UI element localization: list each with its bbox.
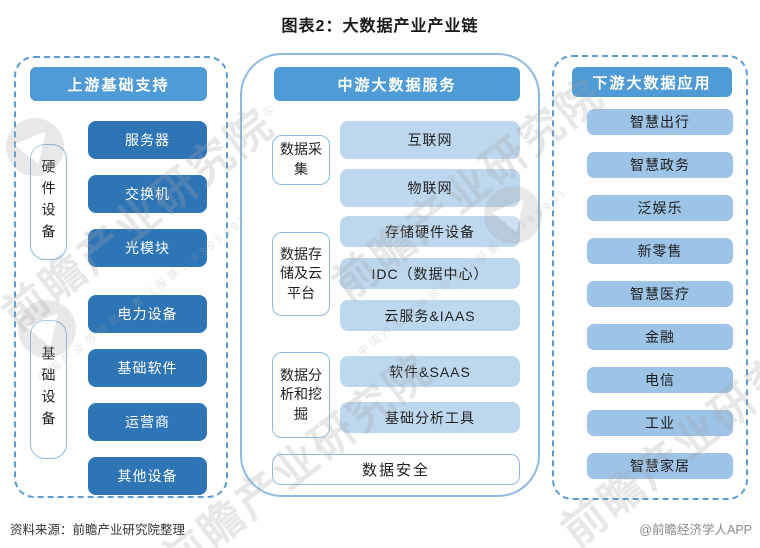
- upstream-item-list: 服务器 交换机 光模块 电力设备 基础软件 运营商 其他设备: [88, 121, 207, 495]
- upstream-item-server: 服务器: [88, 121, 207, 159]
- upstream-item-operator: 运营商: [88, 403, 207, 441]
- upstream-header: 上游基础支持: [30, 67, 207, 101]
- midstream-item-data-security: 数据安全: [272, 454, 520, 485]
- midstream-item-storage-hardware: 存储硬件设备: [340, 216, 520, 247]
- chart-title: 图表2：大数据产业产业链: [281, 18, 479, 35]
- downstream-item-telecom: 电信: [587, 367, 733, 393]
- upstream-item-basic-software: 基础软件: [88, 349, 207, 387]
- downstream-item-smart-home: 智慧家居: [587, 453, 733, 479]
- upstream-group-label-hardware: 硬件设备: [30, 144, 67, 260]
- midstream-section: 中游大数据服务 数据采集 互联网 物联网 数据存储及云平台 存储硬件设备 IDC…: [240, 53, 540, 497]
- downstream-item-industry: 工业: [587, 410, 733, 436]
- midstream-group-label-analysis-mining: 数据分析和挖掘: [272, 352, 330, 438]
- upstream-section: 上游基础支持 硬件设备 基础设备 服务器 交换机 光模块 电力设备 基础软件 运…: [14, 56, 228, 498]
- downstream-item-new-retail: 新零售: [587, 238, 733, 264]
- upstream-group-label-basic: 基础设备: [30, 320, 67, 459]
- midstream-group-label-collection: 数据采集: [272, 135, 330, 185]
- midstream-group-label-storage-cloud: 数据存储及云平台: [272, 232, 330, 316]
- midstream-item-cloud-iaas: 云服务&IAAS: [340, 300, 520, 331]
- midstream-item-basic-analysis-tools: 基础分析工具: [340, 402, 520, 433]
- downstream-item-smart-healthcare: 智慧医疗: [587, 281, 733, 307]
- downstream-item-pan-entertainment: 泛娱乐: [587, 195, 733, 221]
- midstream-collection-items: 互联网 物联网: [340, 121, 520, 207]
- upstream-item-switch: 交换机: [88, 175, 207, 213]
- midstream-analysis-items: 软件&SAAS 基础分析工具: [340, 356, 520, 433]
- midstream-item-internet: 互联网: [340, 121, 520, 159]
- downstream-item-list: 智慧出行 智慧政务 泛娱乐 新零售 智慧医疗 金融 电信 工业 智慧家居: [587, 109, 733, 479]
- downstream-section: 下游大数据应用 智慧出行 智慧政务 泛娱乐 新零售 智慧医疗 金融 电信 工业 …: [552, 55, 748, 500]
- upstream-item-other-equipment: 其他设备: [88, 457, 207, 495]
- downstream-item-smart-government: 智慧政务: [587, 152, 733, 178]
- downstream-item-finance: 金融: [587, 324, 733, 350]
- credit-note: @前瞻经济学人APP: [639, 523, 752, 537]
- midstream-item-idc: IDC（数据中心）: [340, 258, 520, 289]
- source-note: 资料来源：前瞻产业研究院整理: [10, 523, 186, 537]
- upstream-item-power-equipment: 电力设备: [88, 295, 207, 333]
- midstream-storage-items: 存储硬件设备 IDC（数据中心） 云服务&IAAS: [340, 216, 520, 331]
- midstream-item-iot: 物联网: [340, 169, 520, 207]
- downstream-header: 下游大数据应用: [572, 67, 732, 97]
- downstream-item-smart-mobility: 智慧出行: [587, 109, 733, 135]
- upstream-item-optical-module: 光模块: [88, 229, 207, 267]
- midstream-header: 中游大数据服务: [274, 67, 520, 101]
- midstream-item-software-saas: 软件&SAAS: [340, 356, 520, 387]
